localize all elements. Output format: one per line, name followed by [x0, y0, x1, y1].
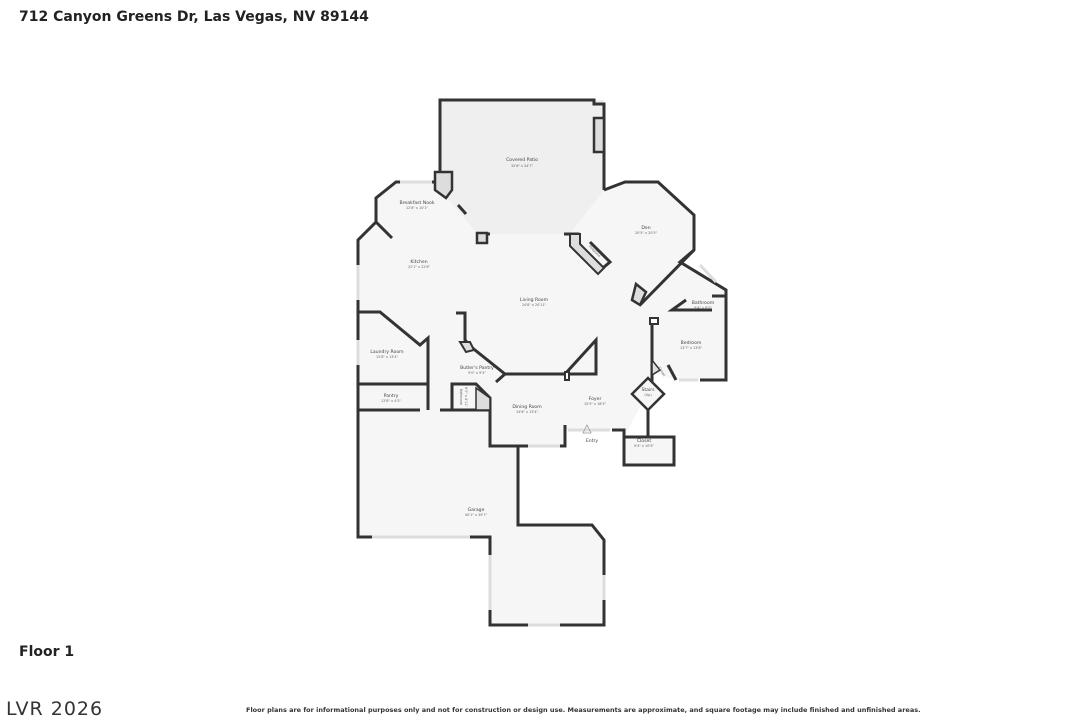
room-dims-bedroom: 13'7" x 13'8"	[680, 346, 703, 350]
room-name-patio: Covered Patio	[506, 157, 538, 163]
room-dims-butler: 9'0" x 9'3"	[468, 371, 486, 375]
entry-label: Entry	[586, 438, 599, 444]
room-dims-nook: 12'8" x 10'1"	[406, 206, 429, 210]
room-dims-den: 20'5" x 20'5"	[635, 231, 658, 235]
room-dims-laundry: 12'8" x 13'4"	[376, 355, 399, 359]
room-name-pantry: Pantry	[384, 393, 399, 399]
room-name-butler: Butler's Pantry	[460, 365, 494, 371]
room-dims-bath1: 9'4" x 8'5"	[694, 306, 712, 310]
room-dims-foyer: 15'5" x 16'5"	[584, 402, 607, 406]
room-name-bedroom: Bedroom	[681, 340, 702, 346]
room-name-dining: Dining Room	[512, 404, 542, 410]
room-dims-patio: 32'6" x 24'7"	[511, 164, 534, 168]
room-name-closet-small: Closet	[657, 366, 666, 378]
property-address: 712 Canyon Greens Dr, Las Vegas, NV 8914…	[19, 9, 369, 25]
room-dims-closet: 9'4" x 10'9"	[634, 444, 654, 448]
room-dims-living: 24'8" x 20'11"	[522, 303, 547, 307]
room-name-living: Living Room	[520, 297, 549, 303]
room-dims-dining: 14'6" x 13'4"	[516, 410, 539, 414]
logo: LVR 2026	[6, 698, 104, 720]
room-name-foyer: Foyer	[589, 396, 602, 402]
room-dims-pantry: 12'8" x 4'3"	[381, 399, 401, 403]
room-name-bath2: Bathroom	[459, 389, 463, 406]
room-name-stairs: Stairs	[641, 387, 655, 393]
room-dims-garage: 40'1" x 39'7"	[465, 513, 488, 517]
patio-area	[440, 100, 604, 234]
room-dims-kitchen: 22'1" x 22'8"	[408, 265, 431, 269]
room-name-laundry: Laundry Room	[370, 349, 404, 355]
room-name-nook: Breakfast Nook	[399, 200, 434, 206]
room-dims-bath2: 8'0" x 4'11"	[464, 387, 468, 407]
room-name-garage: Garage	[468, 507, 485, 513]
interior-floor	[358, 182, 726, 625]
disclaimer: Floor plans are for informational purpos…	[246, 706, 921, 714]
room-name-closet: Closet	[637, 438, 652, 444]
room-name-den: Den	[641, 225, 650, 231]
floor-label: Floor 1	[19, 644, 75, 660]
room-name-kitchen: Kitchen	[410, 259, 427, 265]
room-name-bath1: Bathroom	[692, 300, 715, 306]
nook-walls	[356, 180, 606, 627]
stairs-direction: (Up)	[644, 393, 652, 397]
